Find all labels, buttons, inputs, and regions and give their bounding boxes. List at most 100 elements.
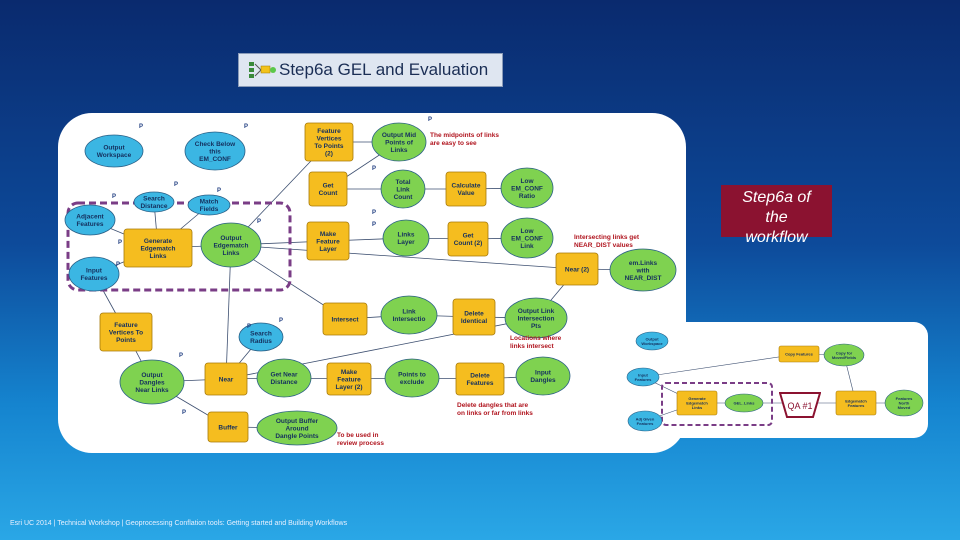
node-label: Distance xyxy=(140,203,167,210)
overview-diagram-panel xyxy=(620,322,928,438)
mini-node-gel-links[interactable]: GEL_Links xyxy=(724,393,764,413)
node-shape xyxy=(635,331,669,351)
node-intersect[interactable]: Intersect xyxy=(322,302,368,336)
node-near[interactable]: Near xyxy=(204,362,248,396)
model-tree-icon xyxy=(249,62,276,78)
node-label: Edgematch xyxy=(140,245,175,252)
node-label: Features xyxy=(466,380,493,387)
mini-node-label: Edgematch xyxy=(845,398,867,403)
node-label: Ratio xyxy=(519,193,535,200)
node-label: Feature xyxy=(114,322,138,329)
node-shape xyxy=(676,390,718,416)
parameter-marker: P xyxy=(279,318,283,324)
node-label: Feature xyxy=(316,238,340,245)
node-buffer[interactable]: Buffer xyxy=(207,411,249,443)
node-near-2[interactable]: Near (2) xyxy=(555,252,599,286)
node-label: Dangles xyxy=(139,379,165,386)
node-label: Output xyxy=(141,372,163,379)
node-shape xyxy=(452,298,496,336)
mini-node-label: Edgematch xyxy=(686,401,708,406)
node-label: Intersect xyxy=(331,316,359,323)
parameter-marker: P xyxy=(217,188,221,194)
node-shape xyxy=(447,221,489,257)
annotation-intersecting: Intersecting links get xyxy=(574,234,640,241)
node-shape xyxy=(99,312,153,352)
node-shape xyxy=(322,302,368,336)
node-shape xyxy=(238,322,284,352)
node-shape xyxy=(884,389,924,417)
node-label: em.Links xyxy=(629,260,658,267)
node-shape xyxy=(500,217,554,259)
node-shape xyxy=(123,228,193,268)
parameter-marker: P xyxy=(372,222,376,228)
mini-node-copy-features[interactable]: Copy Features xyxy=(778,345,820,363)
node-label: Vertices xyxy=(317,136,342,143)
node-label: Points of xyxy=(385,139,414,146)
node-label: Get xyxy=(463,233,475,240)
node-label: To Points xyxy=(314,143,344,150)
node-label: Check Below xyxy=(195,141,236,148)
mini-node-label: Copy Features xyxy=(785,352,814,357)
mini-node-label: GEL_Links xyxy=(734,401,756,406)
node-shape xyxy=(380,295,438,335)
parameter-marker: P xyxy=(139,124,143,130)
parameter-marker: P xyxy=(118,240,122,246)
node-shape xyxy=(256,410,338,446)
node-label: NEAR_DIST xyxy=(625,275,662,282)
node-label: Count xyxy=(394,194,414,201)
qa-label: QA #1 xyxy=(787,401,812,411)
node-label: EM_CONF xyxy=(199,156,231,163)
node-label: Output xyxy=(103,145,125,152)
node-label: Count (2) xyxy=(454,240,483,247)
node-shape xyxy=(455,362,505,396)
mini-node-label: Links xyxy=(692,405,703,410)
node-label: Edgematch xyxy=(213,242,248,249)
mini-node-label: Moved xyxy=(898,405,911,410)
node-label: Output xyxy=(220,235,242,242)
node-label: Around xyxy=(285,425,308,432)
node-label: Feature xyxy=(317,128,341,135)
node-label: Fields xyxy=(200,206,219,213)
node-label: Feature xyxy=(337,376,361,383)
node-shape xyxy=(308,171,348,207)
node-label: Match xyxy=(200,199,219,206)
